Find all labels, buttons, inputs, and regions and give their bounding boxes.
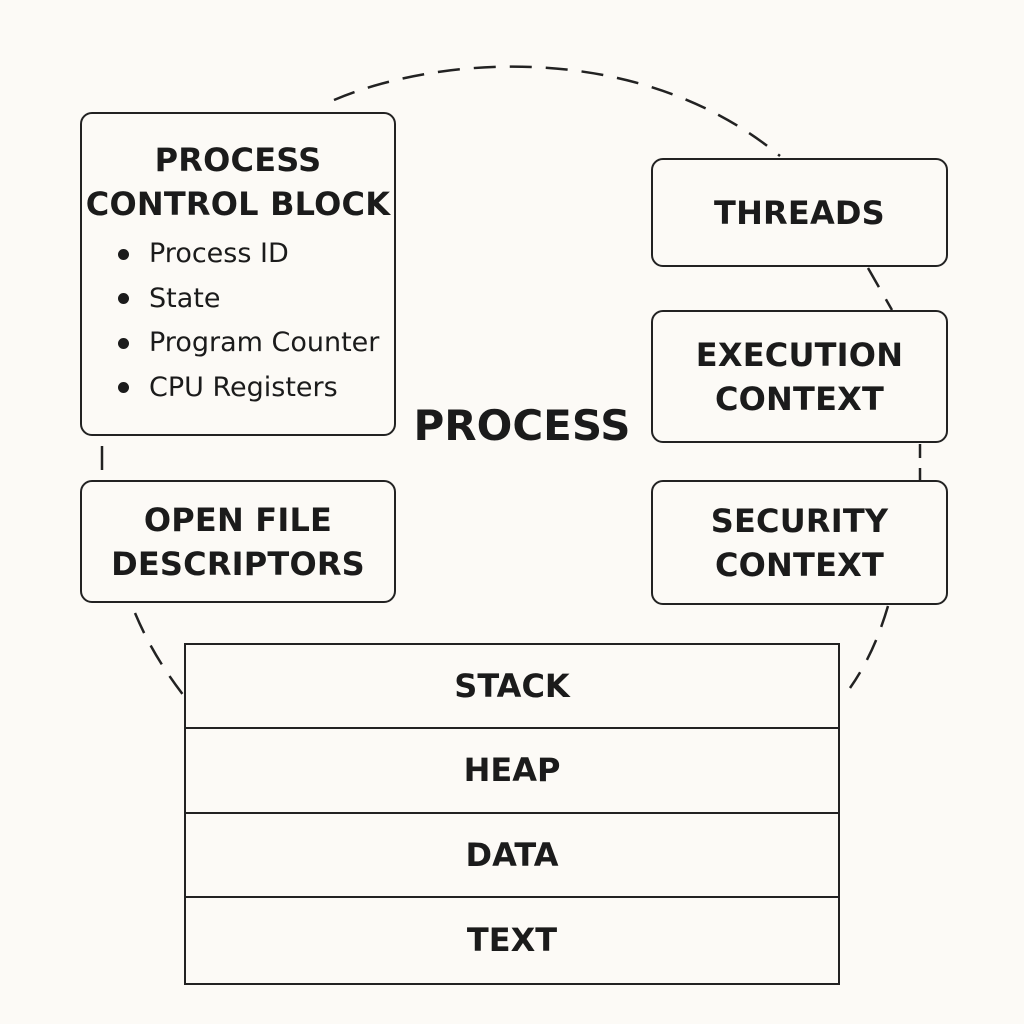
threads-label: THREADS <box>714 193 885 232</box>
memory-segment-data: DATA <box>186 814 838 898</box>
pcb-item: Program Counter <box>118 321 394 366</box>
memory-segment-heap: HEAP <box>186 729 838 814</box>
pcb-title-line2: CONTROL BLOCK <box>85 185 391 223</box>
pcb-title: PROCESS CONTROL BLOCK <box>82 114 394 226</box>
memory-segment-stack: STACK <box>186 645 838 730</box>
pcb-item: Process ID <box>118 232 394 277</box>
security-context-box: SECURITY CONTEXT <box>651 480 948 605</box>
bullet-icon <box>118 248 129 260</box>
pcb-item: State <box>118 277 394 322</box>
open-files-line2: DESCRIPTORS <box>111 544 365 583</box>
open-file-descriptors-box: OPEN FILE DESCRIPTORS <box>80 480 396 603</box>
memory-segment-text: TEXT <box>466 920 558 959</box>
pcb-title-line1: PROCESS <box>154 141 322 179</box>
process-center-label: PROCESS <box>413 401 631 450</box>
memory-layout-stack: STACK HEAP DATA TEXT <box>184 643 840 985</box>
pcb-item-label: Program Counter <box>149 327 380 358</box>
execution-context-line1: EXECUTION <box>695 335 904 374</box>
bullet-icon <box>118 293 129 305</box>
pcb-item-label: Process ID <box>149 238 289 269</box>
execution-context-box: EXECUTION CONTEXT <box>651 310 948 443</box>
security-context-line1: SECURITY <box>710 501 889 540</box>
process-control-block-box: PROCESS CONTROL BLOCK Process ID State P… <box>80 112 396 436</box>
bullet-icon <box>118 382 129 394</box>
pcb-item: CPU Registers <box>118 366 394 411</box>
pcb-item-label: State <box>149 282 221 314</box>
pcb-item-list: Process ID State Program Counter CPU Reg… <box>82 232 394 410</box>
bullet-icon <box>118 337 129 349</box>
execution-context-line2: CONTEXT <box>714 379 885 418</box>
threads-box: THREADS <box>651 158 948 267</box>
security-context-line2: CONTEXT <box>714 545 885 584</box>
open-files-line1: OPEN FILE <box>143 500 333 539</box>
pcb-item-label: CPU Registers <box>149 371 338 403</box>
